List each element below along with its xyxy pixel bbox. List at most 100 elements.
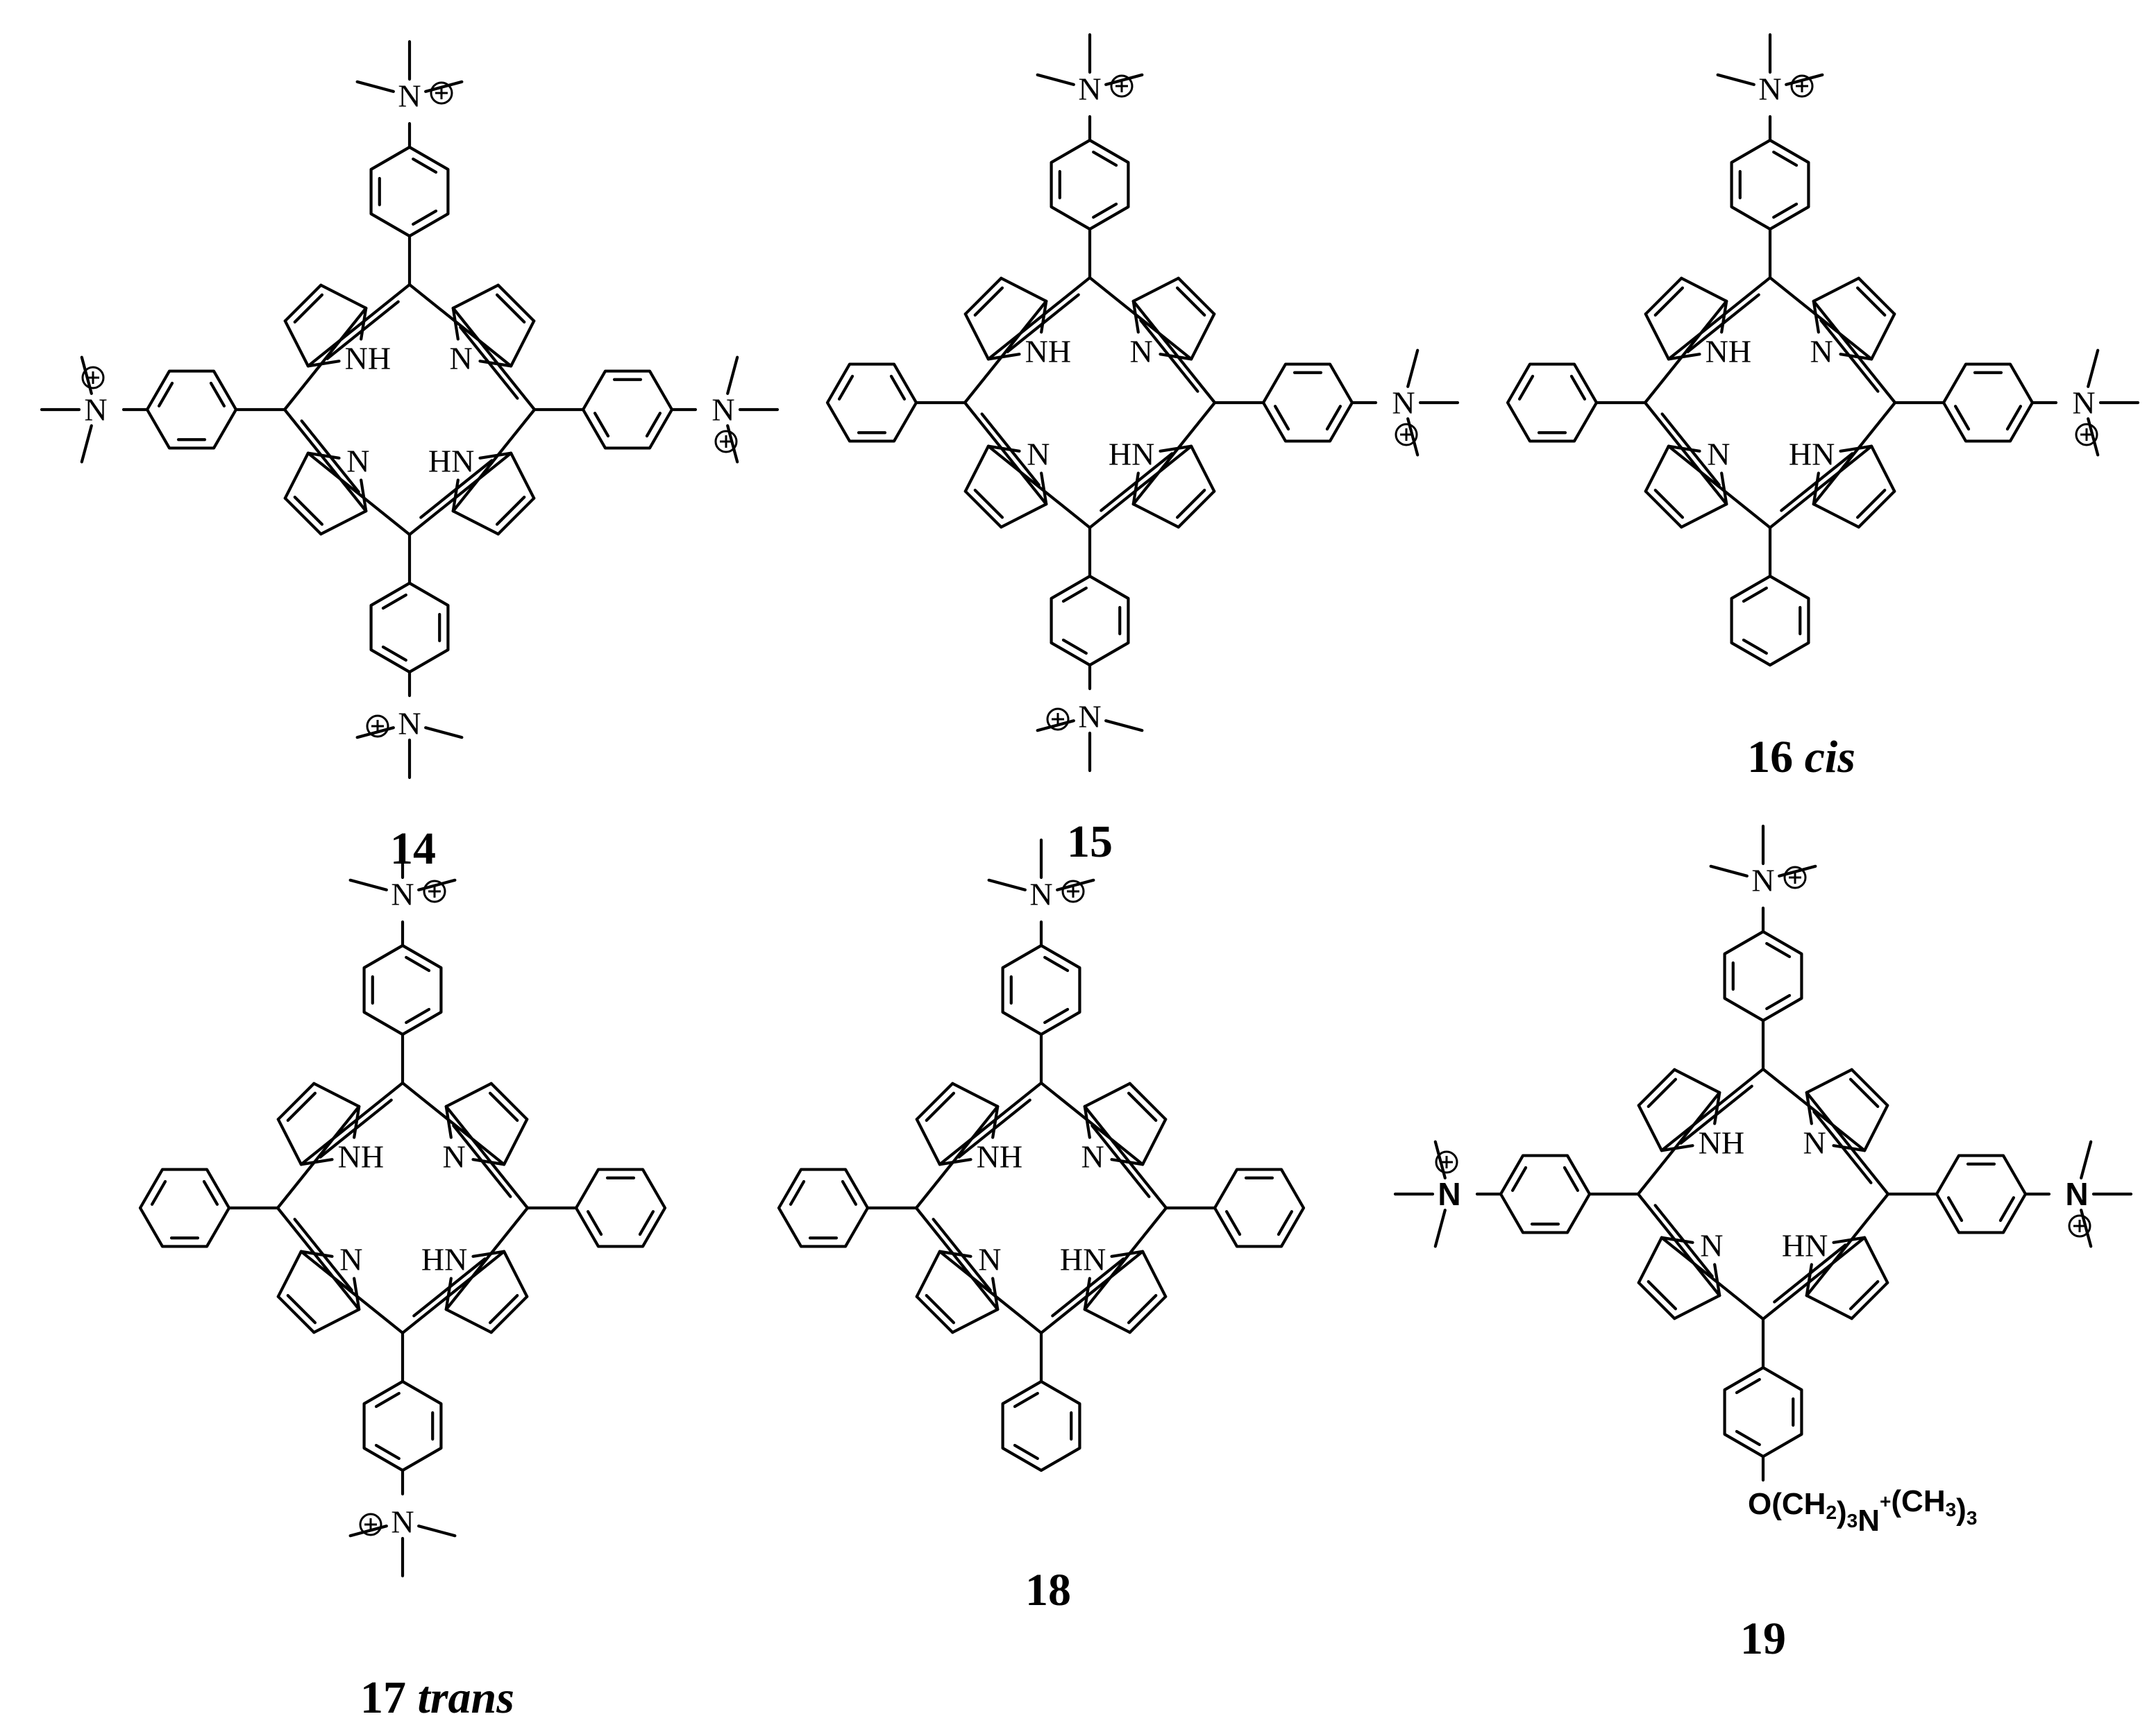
pyrrole-bottom-left: N: [963, 437, 1050, 529]
pyrrole-bond: [1083, 1082, 1131, 1108]
trimethylammonium-group: N: [1709, 824, 1817, 898]
pyrrole-bond: [360, 306, 368, 341]
pyrrole-bond: [1850, 1281, 1889, 1320]
pyrrole-bond: [276, 1118, 303, 1166]
pyrrole-bond: [503, 1250, 529, 1298]
meso-bond: [1812, 401, 1897, 506]
pyrrole-bond: [963, 489, 1003, 529]
pyrrole-bond: [1141, 1118, 1168, 1166]
ring-double-bond: [1092, 150, 1118, 167]
ring-double-bond: [1092, 202, 1118, 219]
meso-bond: [1083, 1105, 1168, 1210]
ring-double-bond: [1043, 955, 1070, 973]
pyrrole-bond: [1131, 299, 1140, 334]
pyrrole-bottom-left: N: [1644, 437, 1730, 529]
pyrrole-bond: [451, 283, 500, 310]
aryl-ring: [1261, 362, 1354, 443]
pyrrole-bond: [319, 510, 368, 536]
ammonium-nitrogen: N: [1078, 72, 1101, 107]
beta-double-bond: [973, 286, 1004, 317]
beta-double-bond: [1647, 1077, 1678, 1109]
pyrrole-nitrogen-label: HN: [428, 444, 474, 479]
ring-double-bond: [1772, 202, 1799, 219]
ring-double-bond: [405, 955, 431, 973]
compound-label-19: 19: [1740, 1613, 1786, 1664]
meso-double-bond: [412, 1257, 487, 1318]
meso-double-bond: [1051, 1257, 1125, 1318]
pyrrole-bottom-right: HN: [421, 1242, 529, 1334]
pyrrole-bond: [1637, 1281, 1676, 1320]
beta-double-bond: [286, 1091, 317, 1123]
phenyl-ring: [1001, 1379, 1081, 1472]
ring-outline: [1506, 362, 1599, 443]
pyrrole-bond: [1673, 1294, 1721, 1320]
pyrrole-bottom-right: HN: [1789, 437, 1896, 529]
meso-bond: [401, 1250, 506, 1335]
pyrrole-nitrogen-label: NH: [338, 1139, 384, 1174]
methyl-bond: [417, 1525, 457, 1538]
ring-double-bond: [1277, 1210, 1294, 1236]
pyrrole-nitrogen-label: N: [1803, 1125, 1826, 1160]
ammonium-nitrogen: N: [2072, 385, 2095, 421]
pyrrole-top-left: NH: [276, 1082, 384, 1174]
pyrrole-top-right: N: [1130, 276, 1216, 369]
aryl-ring: [1001, 943, 1081, 1036]
beta-double-bond: [495, 293, 526, 324]
pyrrole-bond: [991, 1277, 1000, 1311]
meso-bond: [1039, 1081, 1145, 1166]
pyrrole-bond: [478, 451, 513, 460]
ring-outline: [1935, 1154, 2028, 1234]
pyrrole-nitrogen-label: N: [443, 1139, 466, 1174]
beta-double-bond: [1653, 488, 1685, 519]
meso-bond: [1636, 1192, 1721, 1298]
meso-bond: [963, 299, 1048, 405]
aryl-ring: [1942, 362, 2035, 443]
methyl-bond: [1036, 73, 1075, 86]
pyrrole-bond: [1832, 1236, 1867, 1244]
pyrrole-nitrogen-label: HN: [1109, 437, 1154, 472]
positive-charge-icon: [423, 880, 446, 903]
pyrrole-bond: [1083, 1277, 1091, 1311]
ring-double-bond: [1742, 586, 1768, 603]
methyl-bond: [1433, 1209, 1447, 1248]
ring-double-bond: [1569, 374, 1587, 401]
pyrrole-bond: [509, 451, 536, 500]
meso-double-bond: [1773, 1243, 1847, 1304]
meso-bond: [299, 1081, 405, 1166]
ring-double-bond: [1013, 1443, 1039, 1461]
ammonium-nitrogen: N: [391, 877, 414, 912]
pyrrole-top-left: NH: [915, 1082, 1022, 1174]
positive-charge-icon: [1435, 1150, 1458, 1174]
pyrrole-bottom-right: HN: [1109, 437, 1216, 529]
meso-bond: [1768, 444, 1873, 530]
positive-charge-icon: [430, 81, 453, 105]
pyrrole-bond: [1805, 1068, 1853, 1094]
ring-double-bond: [789, 1179, 806, 1206]
positive-charge-icon: [1061, 880, 1085, 903]
pyrrole-bond: [306, 360, 341, 368]
alkoxy-ammonium-formula: O(CH2)3N+(CH3)3: [1748, 1484, 1977, 1538]
pyrrole-bond: [1839, 444, 1873, 453]
ring-outline: [1001, 943, 1081, 1036]
phenyl-ring: [574, 1168, 667, 1248]
ring-outline: [1730, 138, 1810, 231]
beta-double-bond: [1855, 488, 1887, 519]
meso-bond: [1039, 1250, 1145, 1335]
aryl-ring: [362, 1379, 443, 1472]
pyrrole-bond: [489, 1082, 529, 1121]
meso-double-bond: [1812, 1110, 1873, 1184]
ring-outline: [369, 145, 450, 238]
pyrrole-bond: [1131, 276, 1180, 303]
pyrrole-bond: [1660, 1144, 1694, 1152]
pyrrole-bond: [951, 1082, 1000, 1108]
meso-double-bond: [419, 459, 494, 519]
positive-charge-icon: [1110, 74, 1134, 98]
methyl-bond: [2080, 1140, 2093, 1179]
ring-outline: [138, 1168, 231, 1248]
meso-double-bond: [319, 1098, 393, 1159]
